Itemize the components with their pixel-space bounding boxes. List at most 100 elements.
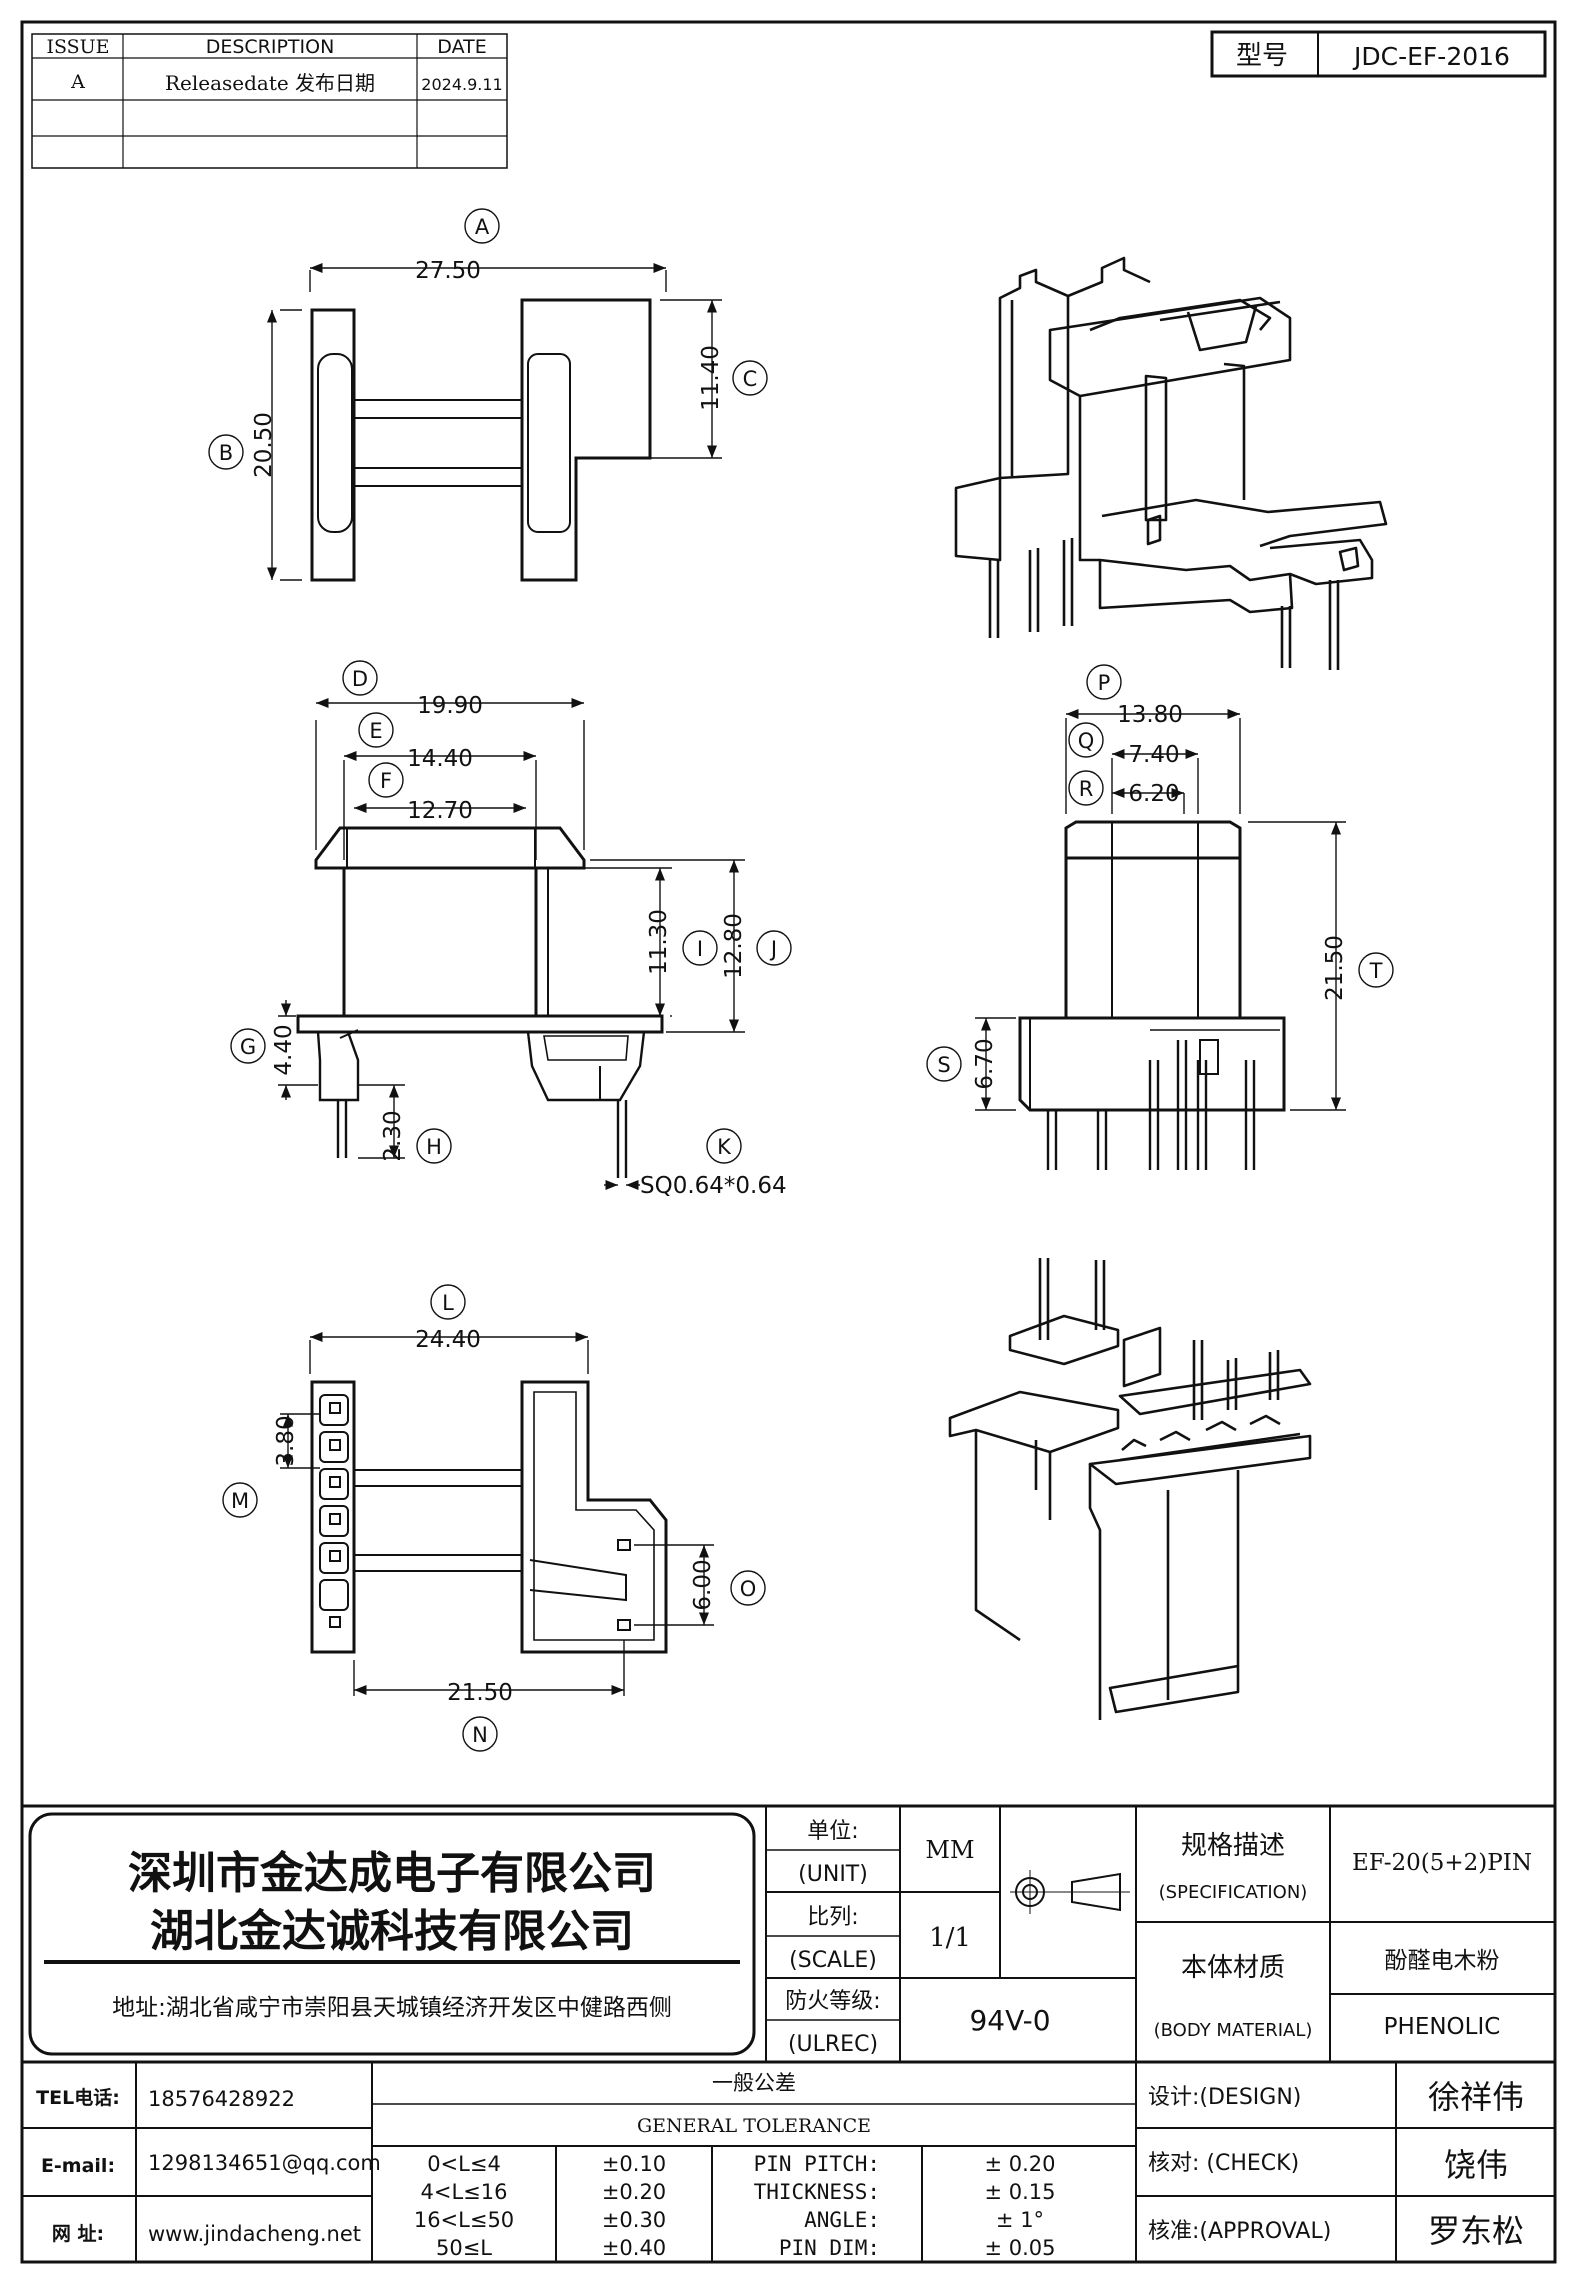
front-view: 19.90 14.40 12.70 11.30 12.80 4.40 2.30 …	[271, 693, 787, 1199]
isometric-view-top	[954, 256, 1388, 670]
tol-value-4: ±0.40	[602, 2236, 666, 2260]
balloon-K: K	[706, 1128, 742, 1164]
fire-label-en: (ULREC)	[788, 2032, 878, 2057]
svg-text:E: E	[369, 719, 382, 743]
material-label: 本体材质	[1181, 1953, 1285, 1983]
dim-H: 2.30	[380, 1110, 406, 1161]
scale-value: 1/1	[929, 1923, 971, 1953]
top-view: 27.50 20.50 11.40	[251, 258, 724, 582]
tol-item-1: PIN PITCH:	[754, 2152, 880, 2176]
spec-label: 规格描述	[1181, 1831, 1285, 1861]
projection-symbol-icon	[1010, 1870, 1130, 1914]
dim-S: 6.70	[972, 1038, 998, 1089]
web-value: www.jindacheng.net	[148, 2222, 361, 2246]
rev-header-issue: ISSUE	[46, 36, 109, 58]
dim-T: 21.50	[1322, 935, 1348, 1001]
tol-range-4: 50≤L	[436, 2236, 492, 2260]
dim-R: 6.20	[1128, 781, 1179, 807]
svg-text:M: M	[231, 1489, 249, 1513]
tol-item-4: PIN DIM:	[779, 2236, 880, 2260]
svg-text:Q: Q	[1078, 729, 1095, 753]
balloon-C: C	[732, 360, 768, 396]
approval-name: 罗东松	[1428, 2212, 1524, 2250]
svg-text:I: I	[697, 937, 703, 961]
dim-K: SQ0.64*0.64	[640, 1173, 787, 1199]
svg-text:S: S	[937, 1053, 950, 1077]
balloon-H: H	[416, 1128, 452, 1164]
side-view: 13.80 7.40 6.20 21.50 6.70	[972, 702, 1348, 1170]
tolerance-title-en: GENERAL TOLERANCE	[637, 2115, 871, 2137]
rev-issue: A	[70, 71, 85, 93]
material-label-en: (BODY MATERIAL)	[1154, 2020, 1313, 2041]
tol-item-value-1: ± 0.20	[984, 2152, 1055, 2176]
rev-date: 2024.9.11	[421, 75, 502, 94]
check-label: 核对: (CHECK)	[1148, 2151, 1299, 2176]
tol-item-value-3: ± 1°	[996, 2208, 1044, 2232]
title-block: 深圳市金达成电子有限公司 湖北金达诚科技有限公司 地址:湖北省咸宁市崇阳县天城镇…	[22, 1804, 1555, 2262]
dim-D: 19.90	[417, 693, 483, 719]
balloon-B: B	[208, 434, 244, 470]
balloon-L: L	[430, 1284, 466, 1320]
balloon-E: E	[358, 712, 394, 748]
svg-text:O: O	[740, 1577, 757, 1601]
unit-label: 单位:	[807, 1819, 858, 1844]
approval-label: 核准:(APPROVAL)	[1148, 2219, 1331, 2244]
rev-description: Releasedate 发布日期	[165, 71, 375, 95]
email-value: 1298134651@qq.com	[148, 2151, 381, 2175]
fire-label: 防火等级:	[785, 1989, 880, 2014]
model-label: 型号	[1236, 41, 1288, 71]
isometric-view-bottom	[948, 1258, 1312, 1720]
dim-B: 20.50	[251, 412, 277, 478]
company-name-2: 湖北金达诚科技有限公司	[150, 1906, 634, 1957]
balloon-S: S	[926, 1046, 962, 1082]
balloon-G: G	[230, 1028, 266, 1064]
tol-item-value-4: ± 0.05	[984, 2236, 1055, 2260]
tol-item-3: ANGLE:	[804, 2208, 880, 2232]
balloon-N: N	[462, 1716, 498, 1752]
dim-C: 11.40	[698, 345, 724, 411]
bottom-view: 24.40 21.50 3.80 6.00	[273, 1327, 716, 1706]
balloon-R: R	[1068, 770, 1104, 806]
design-name: 徐祥伟	[1428, 2078, 1524, 2116]
dim-L: 24.40	[415, 1327, 481, 1353]
company-panel	[28, 1812, 756, 2056]
svg-text:G: G	[240, 1035, 256, 1059]
dim-J: 12.80	[721, 913, 747, 979]
tel-value: 18576428922	[148, 2087, 295, 2111]
balloon-F: F	[368, 762, 404, 798]
svg-text:N: N	[472, 1723, 488, 1747]
dim-P: 13.80	[1117, 702, 1183, 728]
dim-Q: 7.40	[1128, 742, 1179, 768]
balloon-A: A	[464, 208, 500, 244]
svg-text:B: B	[219, 441, 233, 465]
design-label: 设计:(DESIGN)	[1148, 2085, 1301, 2110]
dim-O: 6.00	[690, 1559, 716, 1610]
svg-text:D: D	[352, 667, 368, 691]
tol-item-value-2: ± 0.15	[984, 2180, 1055, 2204]
dim-N: 21.50	[447, 1680, 513, 1706]
tol-range-3: 16<L≤50	[414, 2208, 514, 2232]
email-label: E-mail:	[41, 2155, 115, 2177]
revision-table: ISSUE DESCRIPTION DATE A Releasedate 发布日…	[31, 33, 508, 169]
web-label: 网 址:	[52, 2223, 104, 2245]
material-value: 酚醛电木粉	[1385, 1948, 1500, 1974]
balloon-M: M	[222, 1482, 258, 1518]
rev-header-description: DESCRIPTION	[206, 36, 335, 58]
balloon-Q: Q	[1068, 722, 1104, 758]
scale-label: 比列:	[807, 1905, 858, 1930]
spec-value: EF-20(5+2)PIN	[1352, 1850, 1532, 1876]
svg-text:K: K	[717, 1135, 732, 1159]
tolerance-title: 一般公差	[712, 2071, 796, 2095]
tol-range-1: 0<L≤4	[427, 2152, 501, 2176]
tol-value-3: ±0.30	[602, 2208, 666, 2232]
company-address: 地址:湖北省咸宁市崇阳县天城镇经济开发区中健路西侧	[112, 1995, 672, 2021]
balloon-O: O	[730, 1570, 766, 1606]
svg-text:R: R	[1079, 777, 1094, 801]
balloon-D: D	[342, 660, 378, 696]
unit-label-en: (UNIT)	[798, 1862, 868, 1887]
svg-text:L: L	[442, 1291, 454, 1315]
dim-A: 27.50	[415, 258, 481, 284]
balloon-P: P	[1086, 664, 1122, 700]
check-name: 饶伟	[1444, 2146, 1508, 2184]
